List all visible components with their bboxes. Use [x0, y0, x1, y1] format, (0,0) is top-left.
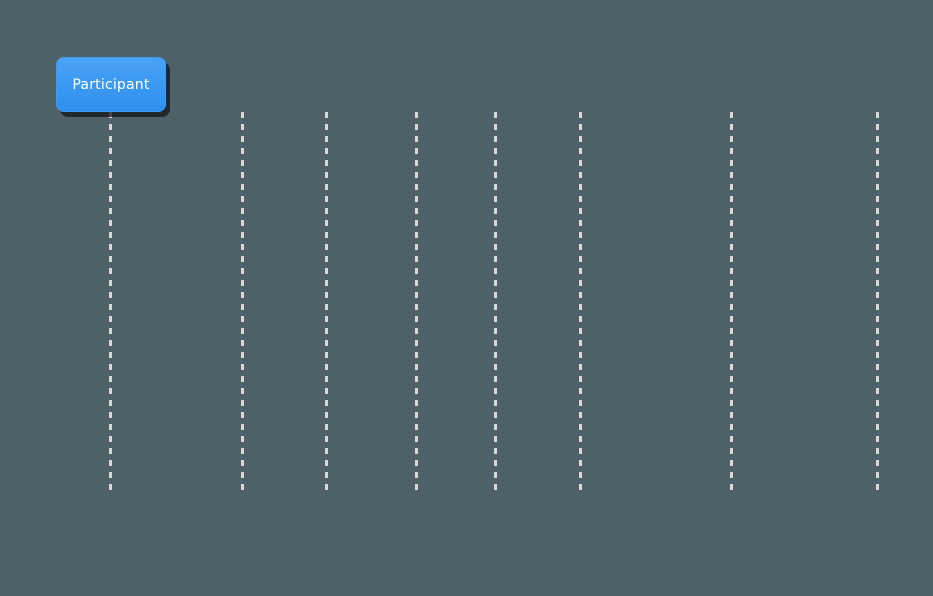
- lifeline-collections: [730, 112, 733, 494]
- lifeline-participant: [109, 112, 112, 494]
- lifeline-entity: [494, 112, 497, 494]
- lifeline-database: [579, 112, 582, 494]
- lifeline-queue: [876, 112, 879, 494]
- lifeline-boundary: [325, 112, 328, 494]
- participant-box-participant-header[interactable]: Participant: [56, 57, 166, 112]
- lifeline-control: [415, 112, 418, 494]
- lifeline-actor: [241, 112, 244, 494]
- participant-label: Participant: [72, 76, 150, 93]
